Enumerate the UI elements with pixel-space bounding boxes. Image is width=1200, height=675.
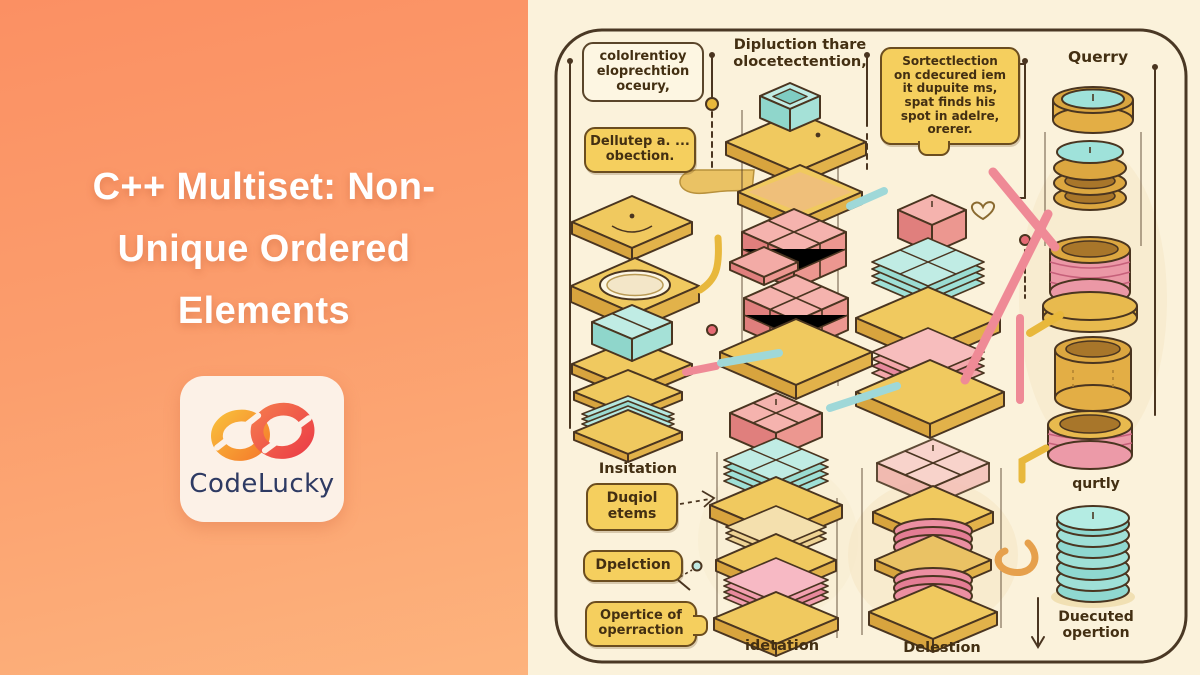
title-line-3: Elements [177,290,351,332]
callout-opertice: Opertice of operraction [585,601,708,647]
callout-duqiol: Duqiol etems [586,483,678,531]
label-dipluction: Dipluction thare olocetectention, [733,37,867,70]
callout-sortect: Sortectlection on cdecured iem it dupuit… [880,47,1020,157]
page-title: C++ Multiset: Non- Unique Ordered Elemen… [0,156,528,342]
label-querry: Querry [1067,48,1129,66]
callout-top-left-note: cololrentioy eloprechtion oceury, [582,42,704,103]
title-panel: C++ Multiset: Non- Unique Ordered Elemen… [0,0,528,675]
infinity-logo-icon [211,402,315,461]
label-duecuted: Duecuted opertion [1058,609,1134,641]
label-insitation: Insitation [598,461,678,477]
title-line-2: Unique Ordered [117,228,411,270]
label-delestion: Delestion [903,640,981,656]
label-idetation: idetation [744,638,820,654]
callout-dellutep: Dellutep a. ... obection. [584,127,696,173]
label-qurtly: qurtly [1072,476,1120,492]
title-line-1: C++ Multiset: Non- [92,166,436,208]
multiset-diagram-art [554,28,1188,664]
callout-dpelction: Dpelction [583,550,683,582]
illustration-panel: cololrentioy eloprechtion oceury, Dellut… [528,0,1200,675]
brand-card: CodeLucky [180,376,344,522]
brand-name: CodeLucky [189,468,335,499]
